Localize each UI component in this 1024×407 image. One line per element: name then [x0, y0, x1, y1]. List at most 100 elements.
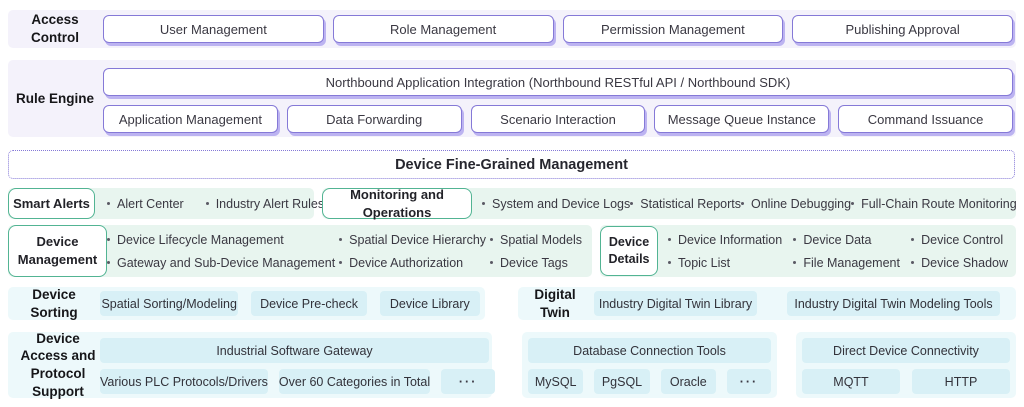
- device-management-panel: Device Management Device Lifecycle Manag…: [8, 225, 592, 277]
- device-precheck-box: Device Pre-check: [251, 291, 367, 316]
- spatial-sorting-box: Spatial Sorting/Modeling: [100, 291, 239, 316]
- direct-device-connectivity-box: Direct Device Connectivity: [802, 338, 1010, 363]
- user-management-box: User Management: [103, 15, 324, 43]
- bullet-dot: [793, 261, 797, 264]
- list-item: Full-Chain Route Monitoring: [851, 197, 1017, 211]
- digital-twin-boxes: Industry Digital Twin Library Industry D…: [594, 291, 1000, 316]
- bullet-dot: [339, 238, 343, 241]
- list-item: Device Tags: [489, 256, 568, 270]
- database-tools-panel: Database Connection Tools MySQL PgSQL Or…: [522, 332, 777, 398]
- monitoring-operations-box: Monitoring and Operations: [322, 187, 472, 220]
- list-item: Spatial Models: [489, 233, 582, 247]
- command-issuance-box: Command Issuance: [838, 105, 1013, 133]
- access-control-boxes: User Management Role Management Permissi…: [103, 10, 1013, 48]
- more-ellipsis-box: ···: [726, 369, 771, 394]
- bullet-dot: [489, 238, 493, 241]
- smart-alerts-panel: Smart Alerts Alert Center Industry Alert…: [8, 188, 324, 219]
- http-box: HTTP: [912, 369, 1010, 394]
- device-management-columns: Device Lifecycle Management Gateway and …: [107, 225, 582, 277]
- northbound-integration-box: Northbound Application Integration (Nort…: [103, 68, 1013, 96]
- bullet-dot: [107, 202, 110, 205]
- monitoring-operations-panel: Monitoring and Operations System and Dev…: [322, 187, 1017, 220]
- list-item: File Management: [793, 256, 900, 270]
- list-item: Statistical Reports: [630, 197, 741, 211]
- column: Device Lifecycle Management Gateway and …: [107, 233, 335, 270]
- column: Spatial Models Device Tags: [489, 233, 582, 270]
- bullet-dot: [911, 261, 915, 264]
- list-item: Device Information: [668, 233, 782, 247]
- list-item: Device Authorization: [339, 256, 463, 270]
- rule-engine-label: Rule Engine: [15, 90, 94, 106]
- column: Device Information Topic List: [668, 233, 782, 270]
- more-ellipsis-box: ···: [441, 369, 496, 394]
- smart-alerts-items: Alert Center Industry Alert Rules: [107, 188, 324, 219]
- permission-management-box: Permission Management: [562, 15, 784, 43]
- application-management-box: Application Management: [103, 105, 278, 133]
- device-sorting-label: Device Sorting: [30, 286, 78, 320]
- digital-twin-modeling-tools-box: Industry Digital Twin Modeling Tools: [787, 291, 1000, 316]
- database-connection-tools-box: Database Connection Tools: [528, 338, 771, 363]
- column: Spatial Device Hierarchy Device Authoriz…: [339, 233, 486, 270]
- mysql-box: MySQL: [528, 369, 584, 394]
- smart-alerts-box: Smart Alerts: [8, 188, 95, 219]
- digital-twin-label: Digital Twin: [534, 286, 576, 320]
- list-item: Industry Alert Rules: [205, 197, 324, 211]
- bullet-dot: [489, 261, 493, 264]
- device-access-label: Device Access and Protocol Support: [20, 330, 96, 399]
- direct-connectivity-panel: Direct Device Connectivity MQTT HTTP: [796, 332, 1016, 398]
- bullet-dot: [107, 238, 110, 241]
- list-item: System and Device Logs: [482, 197, 630, 211]
- list-item: Topic List: [668, 256, 730, 270]
- data-forwarding-box: Data Forwarding: [286, 105, 462, 133]
- device-sorting-boxes: Spatial Sorting/Modeling Device Pre-chec…: [100, 291, 480, 316]
- bullet-dot: [482, 202, 485, 205]
- device-library-box: Device Library: [379, 291, 480, 316]
- list-item: Alert Center: [107, 197, 184, 211]
- list-item: Online Debugging: [741, 197, 851, 211]
- scenario-interaction-box: Scenario Interaction: [470, 105, 646, 133]
- column: Device Data File Management: [793, 233, 900, 270]
- plc-protocols-box: Various PLC Protocols/Drivers: [100, 369, 268, 394]
- list-item: Device Lifecycle Management: [107, 233, 284, 247]
- list-item: Device Data: [793, 233, 871, 247]
- mqtt-box: MQTT: [802, 369, 900, 394]
- bullet-dot: [668, 261, 671, 264]
- database-items-row: MySQL PgSQL Oracle ···: [528, 369, 771, 394]
- list-item: Gateway and Sub-Device Management: [107, 256, 335, 270]
- bullet-dot: [851, 202, 855, 205]
- pgsql-box: PgSQL: [594, 369, 650, 394]
- list-item: Device Control: [911, 233, 1003, 247]
- device-details-columns: Device Information Topic List Device Dat…: [668, 225, 1008, 277]
- protocol-items-row: MQTT HTTP: [802, 369, 1010, 394]
- rule-engine-boxes: Application Management Data Forwarding S…: [103, 104, 1013, 134]
- bullet-dot: [911, 238, 915, 241]
- industrial-software-gateway-box: Industrial Software Gateway: [100, 338, 489, 363]
- device-access-panel: Device Access and Protocol Support Indus…: [8, 330, 496, 399]
- bullet-dot: [630, 202, 634, 205]
- device-details-box: Device Details: [600, 226, 658, 276]
- message-queue-instance-box: Message Queue Instance: [654, 105, 830, 133]
- bullet-dot: [668, 238, 671, 241]
- northbound-box-row: Northbound Application Integration (Nort…: [103, 67, 1013, 97]
- list-item: Spatial Device Hierarchy: [339, 233, 486, 247]
- bullet-dot: [205, 202, 209, 205]
- access-control-panel: Access Control User Management Role Mana…: [8, 10, 1016, 48]
- digital-twin-library-box: Industry Digital Twin Library: [594, 291, 757, 316]
- fine-grained-management-banner: Device Fine-Grained Management: [8, 150, 1015, 179]
- device-details-panel: Device Details Device Information Topic …: [600, 225, 1016, 277]
- access-control-label: Access Control: [31, 12, 79, 45]
- monitoring-items: System and Device Logs Statistical Repor…: [482, 188, 1017, 219]
- database-tools-box-row: Database Connection Tools: [528, 338, 771, 363]
- role-management-box: Role Management: [332, 15, 554, 43]
- plc-box-row: Various PLC Protocols/Drivers Over 60 Ca…: [100, 369, 496, 394]
- publishing-approval-box: Publishing Approval: [792, 15, 1013, 43]
- direct-connectivity-box-row: Direct Device Connectivity: [802, 338, 1010, 363]
- list-item: Device Shadow: [911, 256, 1008, 270]
- bullet-dot: [339, 261, 343, 264]
- categories-box: Over 60 Categories in Total: [278, 369, 431, 394]
- device-sorting-panel: Device Sorting Spatial Sorting/Modeling …: [8, 287, 485, 320]
- gateway-box-row: Industrial Software Gateway: [100, 338, 489, 363]
- bullet-dot: [793, 238, 797, 241]
- rule-engine-panel: Rule Engine Northbound Application Integ…: [8, 60, 1016, 137]
